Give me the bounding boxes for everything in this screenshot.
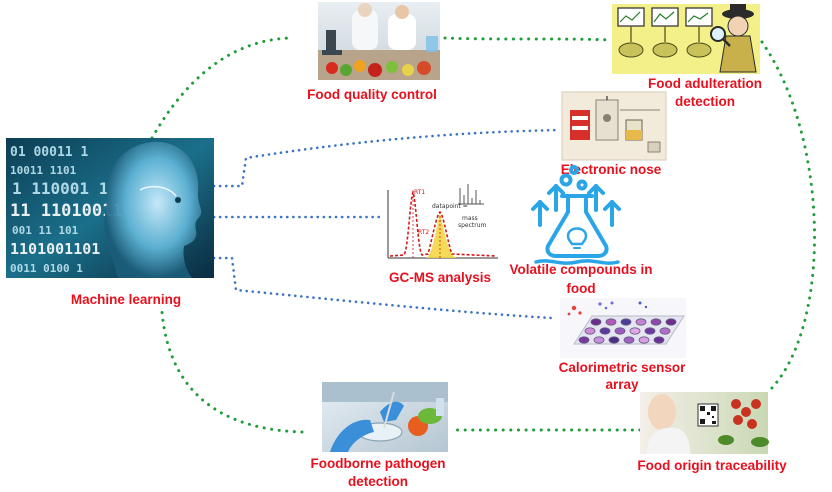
binary-row-7: 0011 0100 1 bbox=[10, 262, 83, 275]
connector-quality-adulteration bbox=[443, 36, 614, 42]
binary-row-5: 001 11 101 bbox=[12, 224, 79, 237]
connectors bbox=[150, 36, 816, 434]
chromatogram-chart-image: RT1 RT2 datapoint = mass spectrum bbox=[387, 184, 498, 259]
label-volatile-line1: Volatile compounds in bbox=[509, 262, 652, 277]
label-foodborne-line2: detection bbox=[348, 474, 408, 489]
chromatogram-rt1: RT1 bbox=[414, 189, 425, 196]
lab-vegetables-image bbox=[318, 2, 440, 80]
ai-head-image: 01 00011 1 10011 1101 1 110001 1 11 1101… bbox=[6, 138, 214, 278]
label-foodborne-line1: Foodborne pathogen bbox=[311, 456, 446, 471]
label-food-origin: Food origin traceability bbox=[637, 458, 787, 473]
label-calorimetric-line2: array bbox=[605, 377, 639, 392]
binary-row-3: 1 110001 1 bbox=[12, 179, 108, 198]
qr-code-scan-image bbox=[640, 392, 769, 454]
toxic-flask-icon bbox=[531, 165, 621, 265]
connector-ml-enose bbox=[212, 128, 562, 188]
chromatogram-mass: mass bbox=[462, 215, 478, 222]
label-machine-learning: Machine learning bbox=[71, 292, 181, 307]
connector-foodborne-ml bbox=[160, 310, 304, 434]
label-calorimetric-line1: Calorimetric sensor bbox=[559, 360, 687, 375]
label-food-quality-control: Food quality control bbox=[307, 87, 437, 102]
binary-row-6: 1101001101 bbox=[10, 240, 100, 258]
chromatogram-spectrum: spectrum bbox=[458, 222, 487, 229]
electronic-nose-device-image bbox=[561, 91, 667, 161]
label-adulteration-line1: Food adulteration bbox=[648, 76, 762, 91]
sensor-wells bbox=[578, 318, 677, 344]
chromatogram-datapoint: datapoint = bbox=[432, 203, 468, 210]
label-gcms: GC-MS analysis bbox=[389, 270, 491, 285]
connector-ml-quality bbox=[150, 36, 292, 140]
cartoon-inspector-image bbox=[612, 4, 760, 74]
binary-row-1: 01 00011 1 bbox=[10, 145, 88, 160]
label-electronic-nose: Electronic nose bbox=[561, 162, 662, 177]
binary-row-2: 10011 1101 bbox=[10, 164, 77, 177]
label-adulteration-line2: detection bbox=[675, 94, 735, 109]
connector-adulteration-origin bbox=[760, 40, 816, 394]
petri-dish-gloves-image bbox=[322, 382, 448, 452]
binary-row-4: 11 11010011 bbox=[10, 201, 123, 221]
chromatogram-rt2: RT2 bbox=[418, 229, 429, 236]
sensor-array-image bbox=[560, 298, 686, 358]
label-volatile-line2: food bbox=[566, 281, 595, 296]
connector-ml-calorimetric bbox=[212, 256, 554, 320]
